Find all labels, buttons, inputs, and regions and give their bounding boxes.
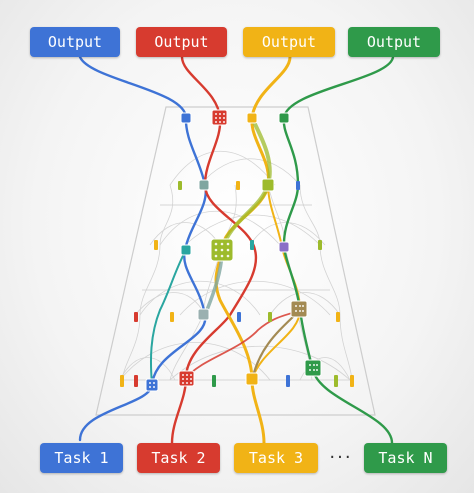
task-n-label: Task N: [364, 443, 447, 473]
node-l2-teal: [198, 179, 210, 191]
node-bottom-blue: [145, 378, 159, 392]
task-paths: [78, 55, 395, 445]
path-green: [282, 55, 395, 445]
task-3-label: Task 3: [234, 443, 318, 473]
output-4-label: Output: [348, 27, 440, 57]
side-nodes: [120, 181, 354, 387]
node-l4-brown: [290, 300, 308, 318]
more-tasks-ellipsis: ···: [329, 447, 353, 468]
node-l2-olive: [261, 178, 275, 192]
network-frame: [95, 106, 376, 416]
output-2-label: Output: [136, 27, 227, 57]
task-2-label: Task 2: [137, 443, 220, 473]
node-top-green: [278, 112, 290, 124]
node-l3-purple: [278, 241, 290, 253]
node-bottom-green: [304, 359, 322, 377]
output-3-label: Output: [243, 27, 335, 57]
node-top-blue: [180, 112, 192, 124]
node-top-yellow: [246, 112, 258, 124]
node-l3-teal: [180, 244, 192, 256]
task-1-label: Task 1: [40, 443, 123, 473]
output-1-label: Output: [30, 27, 120, 57]
node-l4-grey: [197, 308, 210, 321]
node-bottom-yellow: [245, 372, 259, 386]
